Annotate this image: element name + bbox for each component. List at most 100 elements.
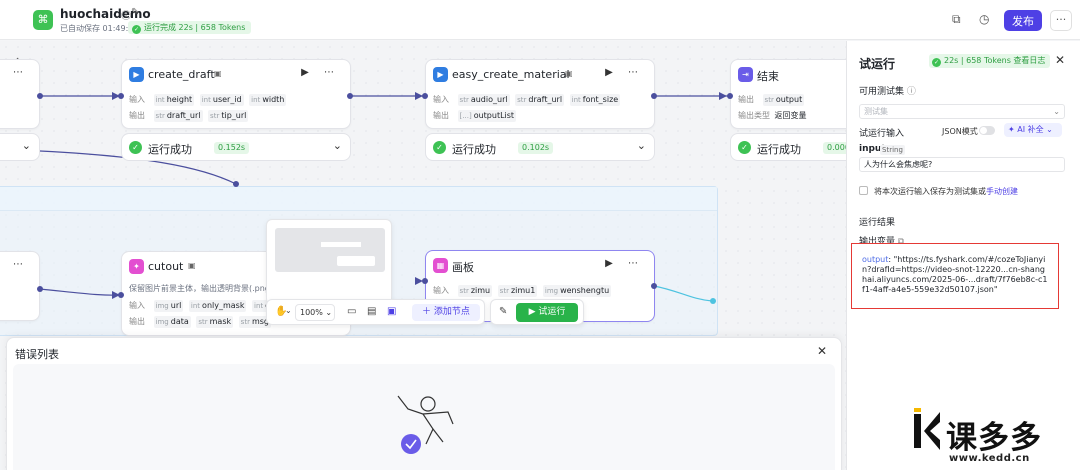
- node-title: easy_create_material: [452, 68, 570, 81]
- input-type-tag: String: [880, 145, 905, 155]
- comment-icon[interactable]: ▭: [347, 306, 357, 317]
- edges-layer: [39, 92, 730, 302]
- run-status-badge[interactable]: ✓运行完成 22s | 658 Tokens: [128, 21, 252, 34]
- node-start-partial-status[interactable]: ⌄: [0, 133, 40, 161]
- panel-title: 试运行: [859, 57, 896, 71]
- check-icon: ✓: [932, 58, 941, 67]
- node-end-status[interactable]: ✓ 运行成功 0.000s: [730, 133, 846, 161]
- node-start-partial[interactable]: ▶ ⋯: [0, 59, 40, 129]
- save-testset-checkbox[interactable]: [859, 186, 868, 195]
- debug-icon[interactable]: ✎: [499, 306, 508, 317]
- run-time-badge: 0.000s: [823, 142, 846, 154]
- node-controls[interactable]: ▶ ⋯: [0, 67, 29, 78]
- image-plugin-icon: ✦: [129, 259, 144, 274]
- input-value-field[interactable]: 人为什么会焦虑呢?: [859, 157, 1065, 172]
- node-easy-create-material-status[interactable]: ✓ 运行成功 0.102s ⌄: [425, 133, 655, 161]
- top-header: ⌘ huochaidemo ⓘ ✎ 已自动保存 01:49:25 ✓运行完成 2…: [0, 0, 1080, 40]
- error-list-title: 错误列表: [15, 348, 59, 361]
- node-title: cutout: [148, 260, 184, 273]
- chevron-down-icon[interactable]: ⌄: [636, 139, 646, 152]
- node-create-draft-status[interactable]: ✓ 运行成功 0.152s ⌄: [121, 133, 351, 161]
- run-toolbar: ✎ ▶ 试运行: [490, 299, 584, 325]
- empty-state-illustration-icon: [397, 395, 454, 454]
- copy-icon[interactable]: ⧉: [952, 12, 961, 26]
- test-input-label: 试运行输入: [859, 129, 905, 139]
- publish-button[interactable]: 发布: [1004, 10, 1042, 31]
- zoom-select[interactable]: 100% ⌄: [295, 304, 335, 321]
- node-controls[interactable]: ▶ ⋯: [0, 259, 29, 270]
- pointer-mode-icon[interactable]: ✋: [275, 306, 288, 317]
- error-list-body: [13, 364, 835, 470]
- plugin-tag-icon: ▣: [188, 261, 196, 270]
- chevron-down-icon[interactable]: ⌄: [332, 139, 342, 152]
- info-icon: ⓘ: [906, 87, 916, 97]
- test-run-panel: 试运行 ✓22s | 658 Tokens 查看日志 ✕ 可用测试集 ⓘ 测试集…: [846, 41, 1080, 470]
- info-icon[interactable]: ⓘ: [121, 11, 131, 22]
- chevron-down-icon: ⌄: [1053, 107, 1060, 116]
- minimap-toggle-icon[interactable]: ▣: [387, 306, 397, 317]
- history-icon[interactable]: ◷: [979, 12, 990, 26]
- watermark-url: www.kedd.cn: [949, 453, 1030, 464]
- input-param-name: input: [859, 144, 886, 154]
- plugin-icon: ▶: [433, 67, 448, 82]
- json-mode-label: JSON模式: [942, 127, 978, 136]
- canvas-toolbar: ✋ ⌄ 100% ⌄ ▭ ▤ ▣ ＋ 添加节点: [266, 299, 485, 325]
- close-icon[interactable]: ✕: [1055, 53, 1066, 67]
- app-logo-icon: ⌘: [33, 10, 53, 30]
- app-name: huochaidemo: [60, 7, 151, 21]
- node-title: 结束: [757, 70, 779, 83]
- error-list-panel: 错误列表 ✕: [6, 337, 842, 470]
- manual-create-link[interactable]: 手动创建: [986, 187, 1018, 196]
- node-controls[interactable]: ▶ ⋯: [605, 67, 644, 78]
- copy-icon: ⧉: [897, 237, 905, 247]
- plugin-tag-icon: ▣: [214, 69, 222, 78]
- test-run-button[interactable]: ▶ 试运行: [516, 303, 578, 322]
- output-variable-label: 输出变量 ⧉: [859, 237, 905, 247]
- end-node-icon: ⇥: [738, 67, 753, 82]
- testset-label: 可用测试集 ⓘ: [859, 87, 916, 97]
- minimap[interactable]: [266, 219, 392, 305]
- node-title: 画板: [452, 261, 474, 274]
- autosave-status: 已自动保存 01:49:25: [60, 24, 139, 33]
- chevron-down-icon[interactable]: ⌄: [285, 306, 292, 315]
- run-result-label: 运行结果: [859, 218, 896, 228]
- json-mode-toggle[interactable]: [979, 126, 995, 135]
- node-controls[interactable]: ▶ ⋯: [605, 258, 644, 269]
- workflow-canvas[interactable]: ← ▶ ⋯ ⌄ ▶ create_draft ▣ ▶ ⋯ 输入 intheigh…: [0, 41, 846, 470]
- run-time-badge: 0.152s: [214, 142, 250, 154]
- close-icon[interactable]: ✕: [816, 344, 827, 358]
- more-menu-button[interactable]: ···: [1050, 10, 1072, 31]
- add-node-button[interactable]: ＋ 添加节点: [412, 304, 480, 321]
- layout-icon[interactable]: ▤: [367, 306, 377, 317]
- run-time-badge: 0.102s: [518, 142, 554, 154]
- watermark-brand: 课多多: [946, 420, 1042, 456]
- save-testset-label: 将本次运行输入保存为测试集或手动创建: [874, 187, 1018, 196]
- success-check-icon: ✓: [129, 141, 142, 154]
- success-check-icon: ✓: [738, 141, 751, 154]
- chevron-down-icon[interactable]: ⌄: [21, 139, 31, 152]
- edit-icon[interactable]: ✎: [131, 7, 140, 18]
- node-controls[interactable]: ▶ ⋯: [301, 67, 340, 78]
- ai-complete-button[interactable]: ✦ AI 补全 ⌄: [1004, 123, 1062, 137]
- plugin-icon: ▶: [129, 67, 144, 82]
- node-lower-partial[interactable]: ▶ ⋯: [0, 251, 40, 321]
- node-description: 保留图片前景主体，输出透明背景(.png): [129, 284, 274, 293]
- node-output-type: 输出类型 返回变量: [738, 111, 807, 120]
- output-value-box[interactable]: output: "https://ts.fyshark.com/#/cozeTo…: [851, 243, 1059, 309]
- testset-select[interactable]: 测试集⌄: [859, 104, 1065, 119]
- canvas-board-icon: ▦: [433, 258, 448, 273]
- plugin-tag-icon: ▣: [565, 69, 573, 78]
- view-log-badge[interactable]: ✓22s | 658 Tokens 查看日志: [929, 54, 1051, 68]
- watermark: 课多多 www.kedd.cn: [912, 408, 1080, 470]
- check-icon: ✓: [132, 25, 141, 34]
- node-title: create_draft: [148, 68, 215, 81]
- success-check-icon: ✓: [433, 141, 446, 154]
